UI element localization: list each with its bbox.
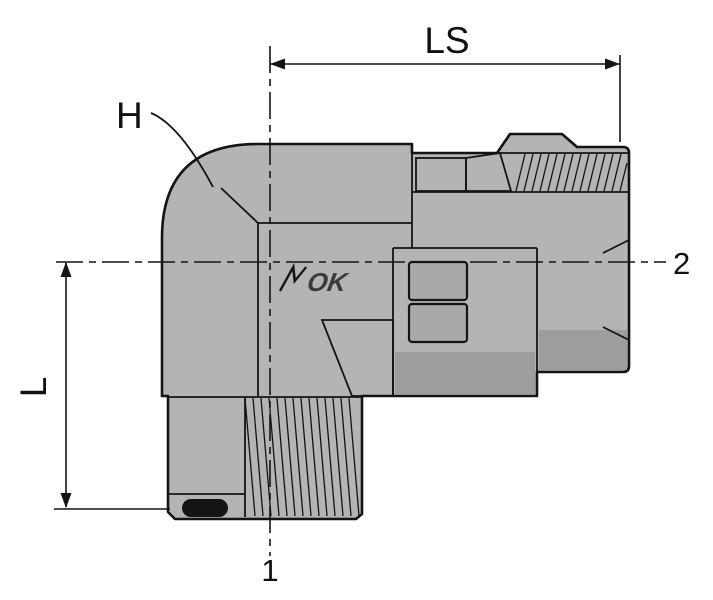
swivel-nut-windows [407, 260, 469, 344]
right-end-lower-shading [539, 330, 627, 370]
body-marking-text: OK [305, 267, 351, 297]
body-edge-lines [168, 152, 630, 517]
body-marking: OK [278, 263, 351, 297]
reference-point-2: 2 [673, 246, 690, 281]
l-label: L [13, 377, 54, 398]
ls-arrow-right [605, 58, 620, 70]
dimension-l: L [13, 262, 170, 510]
o-ring-seal [182, 499, 228, 517]
l-arrow-down [60, 493, 72, 508]
nut-lower-shading [395, 352, 535, 394]
ls-arrow-left [270, 58, 285, 70]
dimension-ls: LS [270, 20, 621, 142]
fitting-body: OK [160, 132, 631, 521]
h-label: H [116, 95, 143, 136]
label-h: H [116, 95, 214, 188]
ls-label: LS [424, 20, 469, 61]
top-thread-hatching [515, 153, 628, 192]
stud-thread-hatching [244, 397, 360, 517]
l-arrow-up [60, 262, 72, 277]
nut-window-lower [407, 302, 469, 344]
gripper-wedge [465, 151, 513, 192]
body-marking-symbol [278, 263, 308, 292]
h-leader-line [150, 112, 214, 188]
reference-point-1: 1 [261, 553, 278, 588]
nut-window-upper [407, 260, 469, 302]
